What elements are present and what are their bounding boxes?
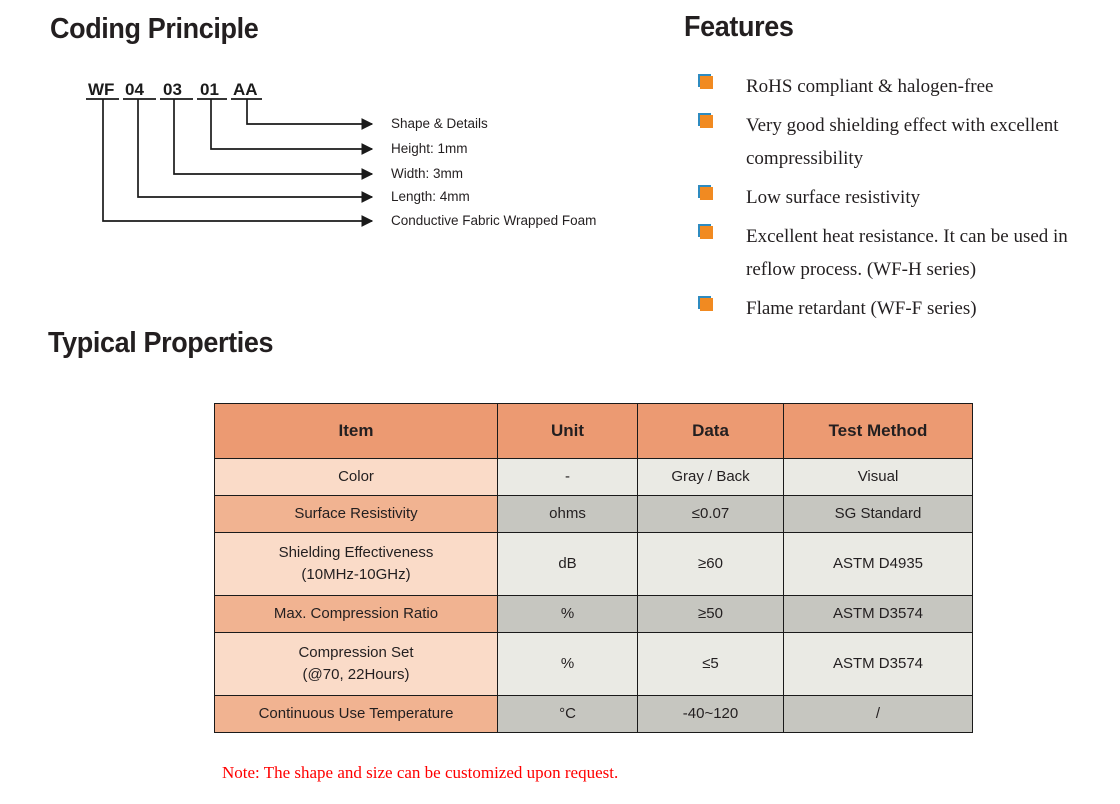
cell-method: Visual: [783, 458, 973, 496]
cell-item: Surface Resistivity: [214, 495, 498, 533]
cell-method: ASTM D3574: [783, 632, 973, 696]
coding-principle-title: Coding Principle: [50, 13, 259, 45]
column-header-data: Data: [637, 403, 784, 459]
table-row: Continuous Use Temperature °C -40~120 /: [214, 695, 973, 733]
feature-text: Low surface resistivity: [746, 187, 921, 208]
feature-text: Very good shielding effect with excellen…: [746, 115, 1059, 169]
square-bullet-icon: [698, 74, 714, 90]
cell-data: ≤5: [637, 632, 784, 696]
cell-unit: ohms: [497, 495, 638, 533]
cell-data: -40~120: [637, 695, 784, 733]
leader-lines: [86, 98, 374, 227]
code-segment-2: 03: [163, 80, 182, 99]
table-note: Note: The shape and size can be customiz…: [222, 763, 619, 782]
cell-unit: %: [497, 632, 638, 696]
cell-unit: %: [497, 595, 638, 633]
cell-method: ASTM D4935: [783, 532, 973, 596]
feature-text: Excellent heat resistance. It can be use…: [746, 226, 1068, 280]
leader-label-width: Width: 3mm: [391, 166, 464, 181]
feature-text: Flame retardant (WF-F series): [746, 298, 977, 319]
table-row: Compression Set(@70, 22Hours) % ≤5 ASTM …: [214, 632, 973, 696]
code-segment-0: WF: [88, 80, 115, 99]
cell-unit: °C: [497, 695, 638, 733]
table-row: Max. Compression Ratio % ≥50 ASTM D3574: [214, 595, 973, 633]
cell-method: SG Standard: [783, 495, 973, 533]
features-title: Features: [684, 11, 794, 43]
feature-item: Excellent heat resistance. It can be use…: [698, 220, 1118, 286]
table-header-row: Item Unit Data Test Method: [214, 403, 973, 459]
cell-item: Color: [214, 458, 498, 496]
leader-label-material: Conductive Fabric Wrapped Foam: [391, 213, 597, 228]
cell-item: Compression Set(@70, 22Hours): [214, 632, 498, 696]
cell-data: ≥60: [637, 532, 784, 596]
square-bullet-icon: [698, 224, 714, 240]
column-header-method: Test Method: [783, 403, 973, 459]
cell-data: ≤0.07: [637, 495, 784, 533]
feature-item: Very good shielding effect with excellen…: [698, 109, 1118, 175]
coding-principle-diagram: WF 04 03 01 AA Shape & Det: [0, 0, 680, 250]
leader-label-shape: Shape & Details: [391, 116, 488, 131]
cell-method: ASTM D3574: [783, 595, 973, 633]
leader-label-length: Length: 4mm: [391, 189, 470, 204]
code-segment-3: 01: [200, 80, 219, 99]
feature-item: Flame retardant (WF-F series): [698, 292, 1118, 325]
cell-data: ≥50: [637, 595, 784, 633]
table-row: Surface Resistivity ohms ≤0.07 SG Standa…: [214, 495, 973, 533]
square-bullet-icon: [698, 113, 714, 129]
cell-item: Continuous Use Temperature: [214, 695, 498, 733]
feature-item: Low surface resistivity: [698, 181, 1118, 214]
square-bullet-icon: [698, 185, 714, 201]
typical-properties-table: Item Unit Data Test Method Color - Gray …: [214, 403, 973, 733]
code-segment-1: 04: [125, 80, 144, 99]
cell-unit: dB: [497, 532, 638, 596]
feature-item: RoHS compliant & halogen-free: [698, 70, 1118, 103]
table-row: Shielding Effectiveness(10MHz-10GHz) dB …: [214, 532, 973, 596]
cell-item: Shielding Effectiveness(10MHz-10GHz): [214, 532, 498, 596]
column-header-unit: Unit: [497, 403, 638, 459]
column-header-item: Item: [214, 403, 498, 459]
cell-method: /: [783, 695, 973, 733]
square-bullet-icon: [698, 296, 714, 312]
cell-item: Max. Compression Ratio: [214, 595, 498, 633]
leader-label-height: Height: 1mm: [391, 141, 468, 156]
table-row: Color - Gray / Back Visual: [214, 458, 973, 496]
code-segment-4: AA: [233, 80, 258, 99]
cell-data: Gray / Back: [637, 458, 784, 496]
feature-text: RoHS compliant & halogen-free: [746, 76, 994, 97]
cell-unit: -: [497, 458, 638, 496]
page-title: Typical Properties: [48, 327, 274, 359]
features-list: RoHS compliant & halogen-free Very good …: [698, 70, 1118, 331]
